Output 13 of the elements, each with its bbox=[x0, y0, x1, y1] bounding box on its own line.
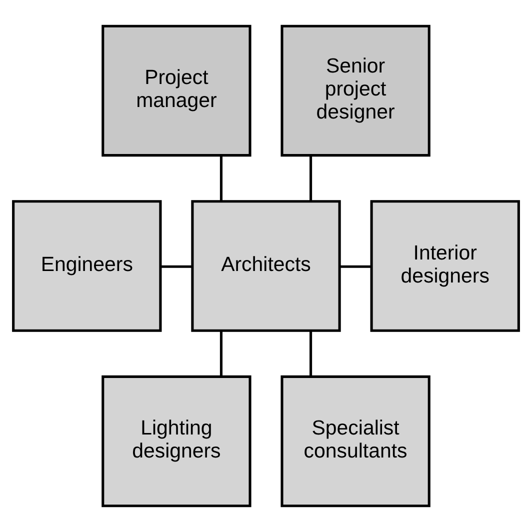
node-box: Lighting designers bbox=[102, 374, 252, 507]
connector bbox=[310, 155, 312, 200]
connector bbox=[160, 264, 192, 268]
node-box: Architects bbox=[191, 200, 341, 332]
connector bbox=[220, 155, 222, 200]
node-box: Project manager bbox=[102, 24, 252, 156]
node-box: Engineers bbox=[12, 200, 162, 332]
connector bbox=[220, 330, 222, 376]
node-box: Senior project designer bbox=[280, 24, 430, 156]
connector bbox=[340, 264, 372, 268]
node-box: Specialist consultants bbox=[280, 374, 430, 507]
node-box: Interior designers bbox=[370, 200, 520, 332]
connector bbox=[310, 330, 312, 376]
